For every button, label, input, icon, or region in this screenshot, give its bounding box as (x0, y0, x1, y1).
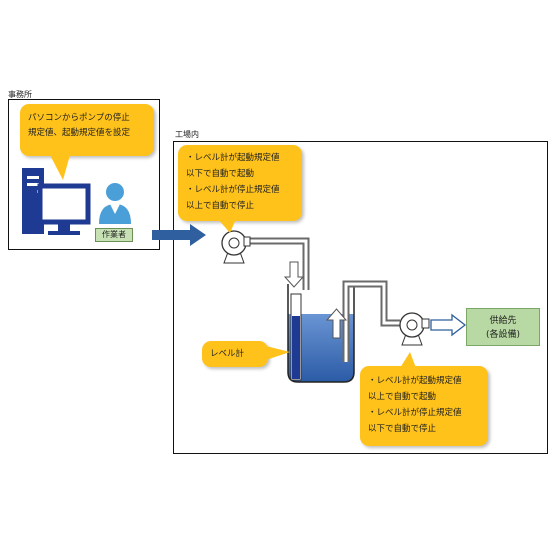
monitor-icon (37, 183, 91, 235)
pump2-callout: ・レベル計が起動規定値 以上で自動で起動 ・レベル計が停止規定値 以下で自動で停… (360, 366, 488, 446)
level-meter-callout: レベル計 (202, 341, 268, 367)
tank-outlet-pipe (342, 280, 400, 362)
office-section-label: 事務所 (8, 90, 32, 99)
pump2-callout-line-1: ・レベル計が起動規定値 (368, 376, 462, 386)
pump2-callout-line-3: ・レベル計が停止規定値 (368, 408, 462, 418)
level-meter-gauge (290, 293, 302, 381)
outflow-up-arrow (325, 308, 348, 339)
supply-destination-subtitle: (各設備) (485, 330, 521, 340)
factory-section-label: 工場内 (175, 130, 199, 139)
level-meter-label: レベル計 (210, 349, 245, 359)
pump1-callout-line-3: ・レベル計が停止規定値 (186, 185, 280, 195)
factory-frame (173, 141, 548, 454)
pump1-callout-line-1: ・レベル計が起動規定値 (186, 153, 280, 163)
pump1-callout-line-2: 以下で自動で起動 (186, 169, 255, 179)
office-callout-line-2: 規定値、起動規定値を設定 (28, 128, 131, 138)
office-frame (8, 99, 160, 250)
office-to-factory-arrow (152, 224, 206, 246)
pump2-callout-line-2: 以上で自動で起動 (368, 392, 437, 402)
pump2-callout-line-4: 以下で自動で停止 (368, 424, 437, 434)
pump1-outlet-pipe (248, 237, 310, 290)
supply-destination-box: 供給先 (各設備) (466, 308, 540, 346)
supply-arrow (430, 313, 467, 337)
supply-destination-title: 供給先 (489, 316, 517, 326)
pump1-callout: ・レベル計が起動規定値 以下で自動で起動 ・レベル計が停止規定値 以上で自動で停… (178, 145, 302, 221)
inflow-down-arrow (283, 261, 305, 288)
office-callout-line-1: パソコンからポンプの停止 (28, 113, 130, 123)
pump1-callout-line-4: 以上で自動で停止 (186, 201, 255, 211)
pump-1-icon (221, 230, 251, 264)
operator-person-icon (99, 183, 131, 224)
office-callout: パソコンからポンプの停止 規定値、起動規定値を設定 (20, 104, 154, 156)
pump-2-icon (399, 312, 430, 346)
operator-label: 作業者 (95, 228, 133, 242)
